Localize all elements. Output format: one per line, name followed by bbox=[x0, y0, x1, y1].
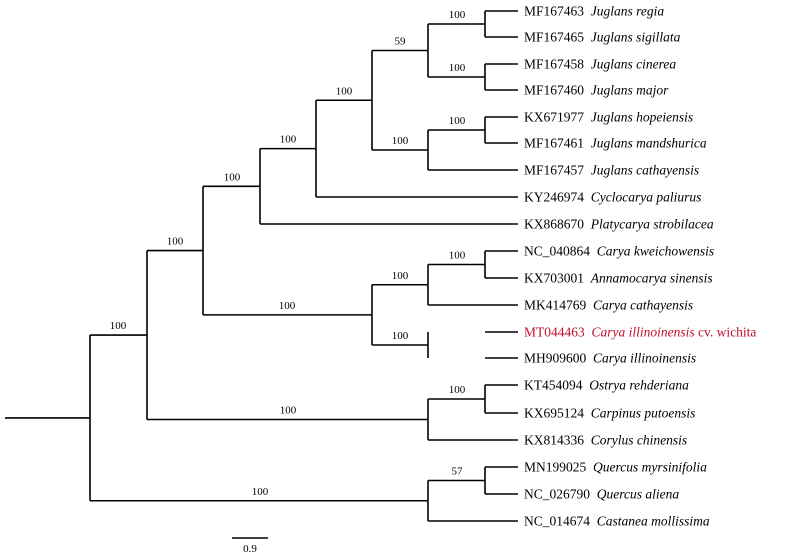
taxon-label: MF167461 Juglans mandshurica bbox=[524, 136, 707, 151]
taxon-label: MF167460 Juglans major bbox=[524, 83, 669, 98]
accession-number: MN199025 bbox=[524, 460, 593, 475]
accession-number: KX671977 bbox=[524, 110, 591, 125]
support-value: 100 bbox=[279, 300, 296, 312]
species-name: Juglans major bbox=[591, 83, 669, 98]
taxon-label: MK414769 Carya cathayensis bbox=[524, 298, 693, 313]
support-value: 100 bbox=[392, 270, 409, 282]
taxon-label: KX671977 Juglans hopeiensis bbox=[524, 110, 693, 125]
scale-bar-label: 0.9 bbox=[243, 543, 257, 554]
support-value: 100 bbox=[449, 384, 466, 396]
taxon-label: NC_026790 Quercus aliena bbox=[524, 487, 679, 502]
taxon-label: MH909600 Carya illinoinensis bbox=[524, 351, 696, 366]
taxon-label-highlighted: MT044463 Carya illinoinensis cv. wichita bbox=[524, 325, 756, 340]
taxon-label: KY246974 Cyclocarya paliurus bbox=[524, 190, 701, 205]
accession-number: MF167458 bbox=[524, 57, 591, 72]
accession-number: MF167460 bbox=[524, 83, 591, 98]
accession-number: KY246974 bbox=[524, 190, 591, 205]
species-name: Ostrya rehderiana bbox=[589, 378, 689, 393]
accession-number: MF167465 bbox=[524, 30, 591, 45]
accession-number: NC_014674 bbox=[524, 514, 597, 529]
taxon-label: KX703001 Annamocarya sinensis bbox=[524, 271, 713, 286]
accession-number: MF167463 bbox=[524, 4, 591, 19]
species-name: Juglans sigillata bbox=[591, 30, 681, 45]
taxon-label: MN199025 Quercus myrsinifolia bbox=[524, 460, 707, 475]
accession-number: MK414769 bbox=[524, 298, 593, 313]
accession-number: KT454094 bbox=[524, 378, 589, 393]
species-name: Quercus aliena bbox=[597, 487, 680, 502]
taxon-label: KX814336 Corylus chinensis bbox=[524, 433, 687, 448]
species-name: Corylus chinensis bbox=[591, 433, 687, 448]
tree-branches bbox=[5, 10, 518, 522]
accession-number: NC_040864 bbox=[524, 244, 597, 259]
accession-number: MF167457 bbox=[524, 163, 591, 178]
support-value: 100 bbox=[280, 134, 297, 146]
species-name: Cyclocarya paliurus bbox=[591, 190, 702, 205]
species-name: Castanea mollissima bbox=[597, 514, 710, 529]
accession-number: KX695124 bbox=[524, 406, 591, 421]
species-name: Juglans hopeiensis bbox=[591, 110, 693, 125]
species-name: Juglans cinerea bbox=[591, 57, 677, 72]
support-value: 100 bbox=[392, 135, 409, 147]
support-value: 100 bbox=[449, 62, 466, 74]
support-value: 100 bbox=[252, 486, 269, 498]
accession-number: KX814336 bbox=[524, 433, 591, 448]
taxon-label: MF167463 Juglans regia bbox=[524, 4, 664, 19]
species-name: Carya cathayensis bbox=[593, 298, 693, 313]
taxon-label: KT454094 Ostrya rehderiana bbox=[524, 378, 689, 393]
taxon-label: NC_040864 Carya kweichowensis bbox=[524, 244, 714, 259]
accession-number: MT044463 bbox=[524, 325, 592, 340]
support-value: 100 bbox=[449, 9, 466, 21]
support-value: 100 bbox=[449, 115, 466, 127]
cultivar-suffix: cv. wichita bbox=[695, 325, 757, 340]
accession-number: KX703001 bbox=[524, 271, 591, 286]
support-value: 59 bbox=[395, 36, 407, 48]
taxon-label: MF167457 Juglans cathayensis bbox=[524, 163, 699, 178]
support-value: 100 bbox=[336, 85, 353, 97]
accession-number: MH909600 bbox=[524, 351, 593, 366]
support-value: 100 bbox=[280, 405, 297, 417]
species-name: Platycarya strobilacea bbox=[590, 217, 714, 232]
support-value: 100 bbox=[224, 171, 241, 183]
accession-number: KX868670 bbox=[524, 217, 591, 232]
species-name: Juglans regia bbox=[591, 4, 665, 19]
species-name: Carpinus putoensis bbox=[591, 406, 696, 421]
support-values: 100 59 100 100 100 100 100 100 100 100 100 100 100 10… bbox=[110, 9, 466, 498]
support-value: 100 bbox=[392, 330, 409, 342]
taxon-label: MF167465 Juglans sigillata bbox=[524, 30, 681, 45]
species-name: Carya kweichowensis bbox=[597, 244, 714, 259]
accession-number: NC_026790 bbox=[524, 487, 597, 502]
species-name: Carya illinoinensis bbox=[592, 325, 695, 340]
species-name: Juglans cathayensis bbox=[591, 163, 699, 178]
scale-bar: 0.9 bbox=[232, 537, 268, 554]
support-value: 57 bbox=[452, 466, 464, 478]
support-value: 100 bbox=[449, 250, 466, 262]
support-value: 100 bbox=[110, 320, 127, 332]
species-name: Juglans mandshurica bbox=[591, 136, 707, 151]
taxon-label: KX695124 Carpinus putoensis bbox=[524, 406, 695, 421]
taxon-label: MF167458 Juglans cinerea bbox=[524, 57, 676, 72]
species-name: Quercus myrsinifolia bbox=[593, 460, 707, 475]
taxon-label: NC_014674 Castanea mollissima bbox=[524, 514, 710, 529]
support-value: 100 bbox=[167, 236, 184, 248]
taxon-label: KX868670 Platycarya strobilacea bbox=[524, 217, 714, 232]
species-name: Carya illinoinensis bbox=[593, 351, 696, 366]
accession-number: MF167461 bbox=[524, 136, 591, 151]
species-name: Annamocarya sinensis bbox=[590, 271, 713, 286]
